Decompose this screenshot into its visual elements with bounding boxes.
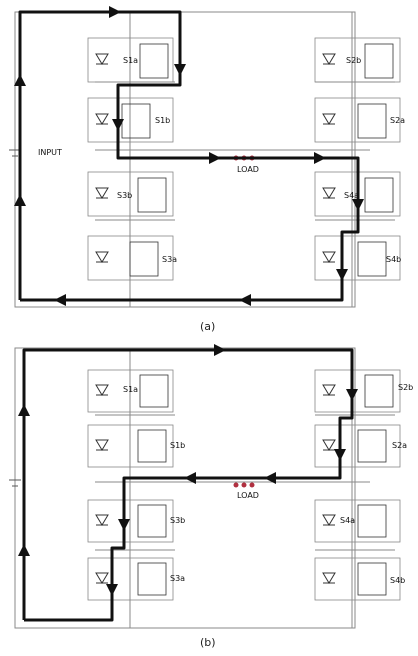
diode-icon	[322, 572, 336, 584]
switch-s4b: S4b	[314, 557, 405, 601]
igbt-icon	[137, 562, 167, 596]
arrows-a	[14, 6, 364, 306]
igbt-icon	[357, 429, 387, 463]
igbt-icon	[357, 562, 387, 596]
s1b-label: S1b	[155, 116, 170, 125]
arrows-b	[18, 344, 358, 596]
switch-s4b: S4b	[314, 235, 401, 281]
switch-s3a: S3a	[87, 235, 177, 281]
switch-s3b: S3b	[87, 499, 185, 543]
diode-icon	[95, 113, 109, 125]
igbt-icon	[364, 374, 394, 408]
switch-s3a: S3a	[87, 557, 185, 601]
figure-b: S1a S1b S3b S3a S2b	[9, 344, 413, 649]
wiring-b	[14, 347, 395, 629]
diode-icon	[322, 514, 336, 526]
load-label: LOAD	[237, 491, 259, 500]
load-icon	[233, 482, 255, 488]
igbt-icon	[364, 177, 394, 213]
diode-icon	[95, 514, 109, 526]
switch-s2a: S2a	[314, 97, 405, 143]
s1a-label: S1a	[123, 56, 138, 65]
switch-s4a: S4a	[314, 499, 401, 543]
s3a-label: S3a	[162, 255, 177, 264]
igbt-icon	[137, 429, 167, 463]
diode-icon	[322, 439, 336, 451]
dc-source-icon	[9, 479, 21, 487]
s1a-label: S1a	[123, 385, 138, 394]
s4b-label: S4b	[390, 576, 405, 585]
s4a-label: S4a	[344, 191, 359, 200]
caption-b: (b)	[200, 636, 216, 649]
s2a-label: S2a	[390, 116, 405, 125]
s3a-label: S3a	[170, 574, 185, 583]
igbt-icon	[137, 504, 167, 538]
current-path-a	[18, 10, 360, 302]
diode-icon	[322, 251, 336, 263]
switch-s1a: S1a	[87, 369, 174, 413]
figure-a: INPUT S1a S1b S3b S3a	[9, 6, 405, 333]
diode-icon	[95, 384, 109, 396]
s2b-label: S2b	[346, 56, 361, 65]
diode-icon	[95, 439, 109, 451]
diode-icon	[95, 53, 109, 65]
s4a-label: S4a	[340, 516, 355, 525]
caption-a: (a)	[200, 320, 215, 333]
igbt-icon	[121, 103, 151, 139]
diode-icon	[322, 187, 336, 199]
switch-s2b: S2b	[314, 37, 401, 83]
diode-icon	[322, 384, 336, 396]
igbt-icon	[139, 43, 169, 79]
load-b: LOAD	[233, 482, 259, 500]
igbt-icon	[357, 103, 387, 139]
switch-s2b: S2b	[314, 369, 413, 413]
diode-icon	[322, 113, 336, 125]
diode-icon	[322, 53, 336, 65]
s3b-label: S3b	[170, 516, 185, 525]
igbt-icon	[137, 177, 167, 213]
igbt-icon	[364, 43, 394, 79]
diode-icon	[95, 572, 109, 584]
switch-s3b: S3b	[87, 171, 174, 217]
switch-s1a: S1a	[87, 37, 174, 83]
load-label: LOAD	[237, 165, 259, 174]
diode-icon	[95, 187, 109, 199]
s4b-label: S4b	[386, 255, 401, 264]
s1b-label: S1b	[170, 441, 185, 450]
current-path-b	[22, 348, 354, 622]
s2a-label: S2a	[392, 441, 407, 450]
igbt-icon	[357, 504, 387, 538]
s2b-label: S2b	[398, 383, 413, 392]
switch-s1b: S1b	[87, 424, 185, 468]
igbt-icon	[357, 241, 387, 277]
switch-s2a: S2a	[314, 424, 407, 468]
igbt-icon	[139, 374, 169, 408]
s3b-label: S3b	[117, 191, 132, 200]
input-label: INPUT	[38, 148, 62, 157]
diode-icon	[95, 251, 109, 263]
igbt-icon	[129, 241, 159, 277]
